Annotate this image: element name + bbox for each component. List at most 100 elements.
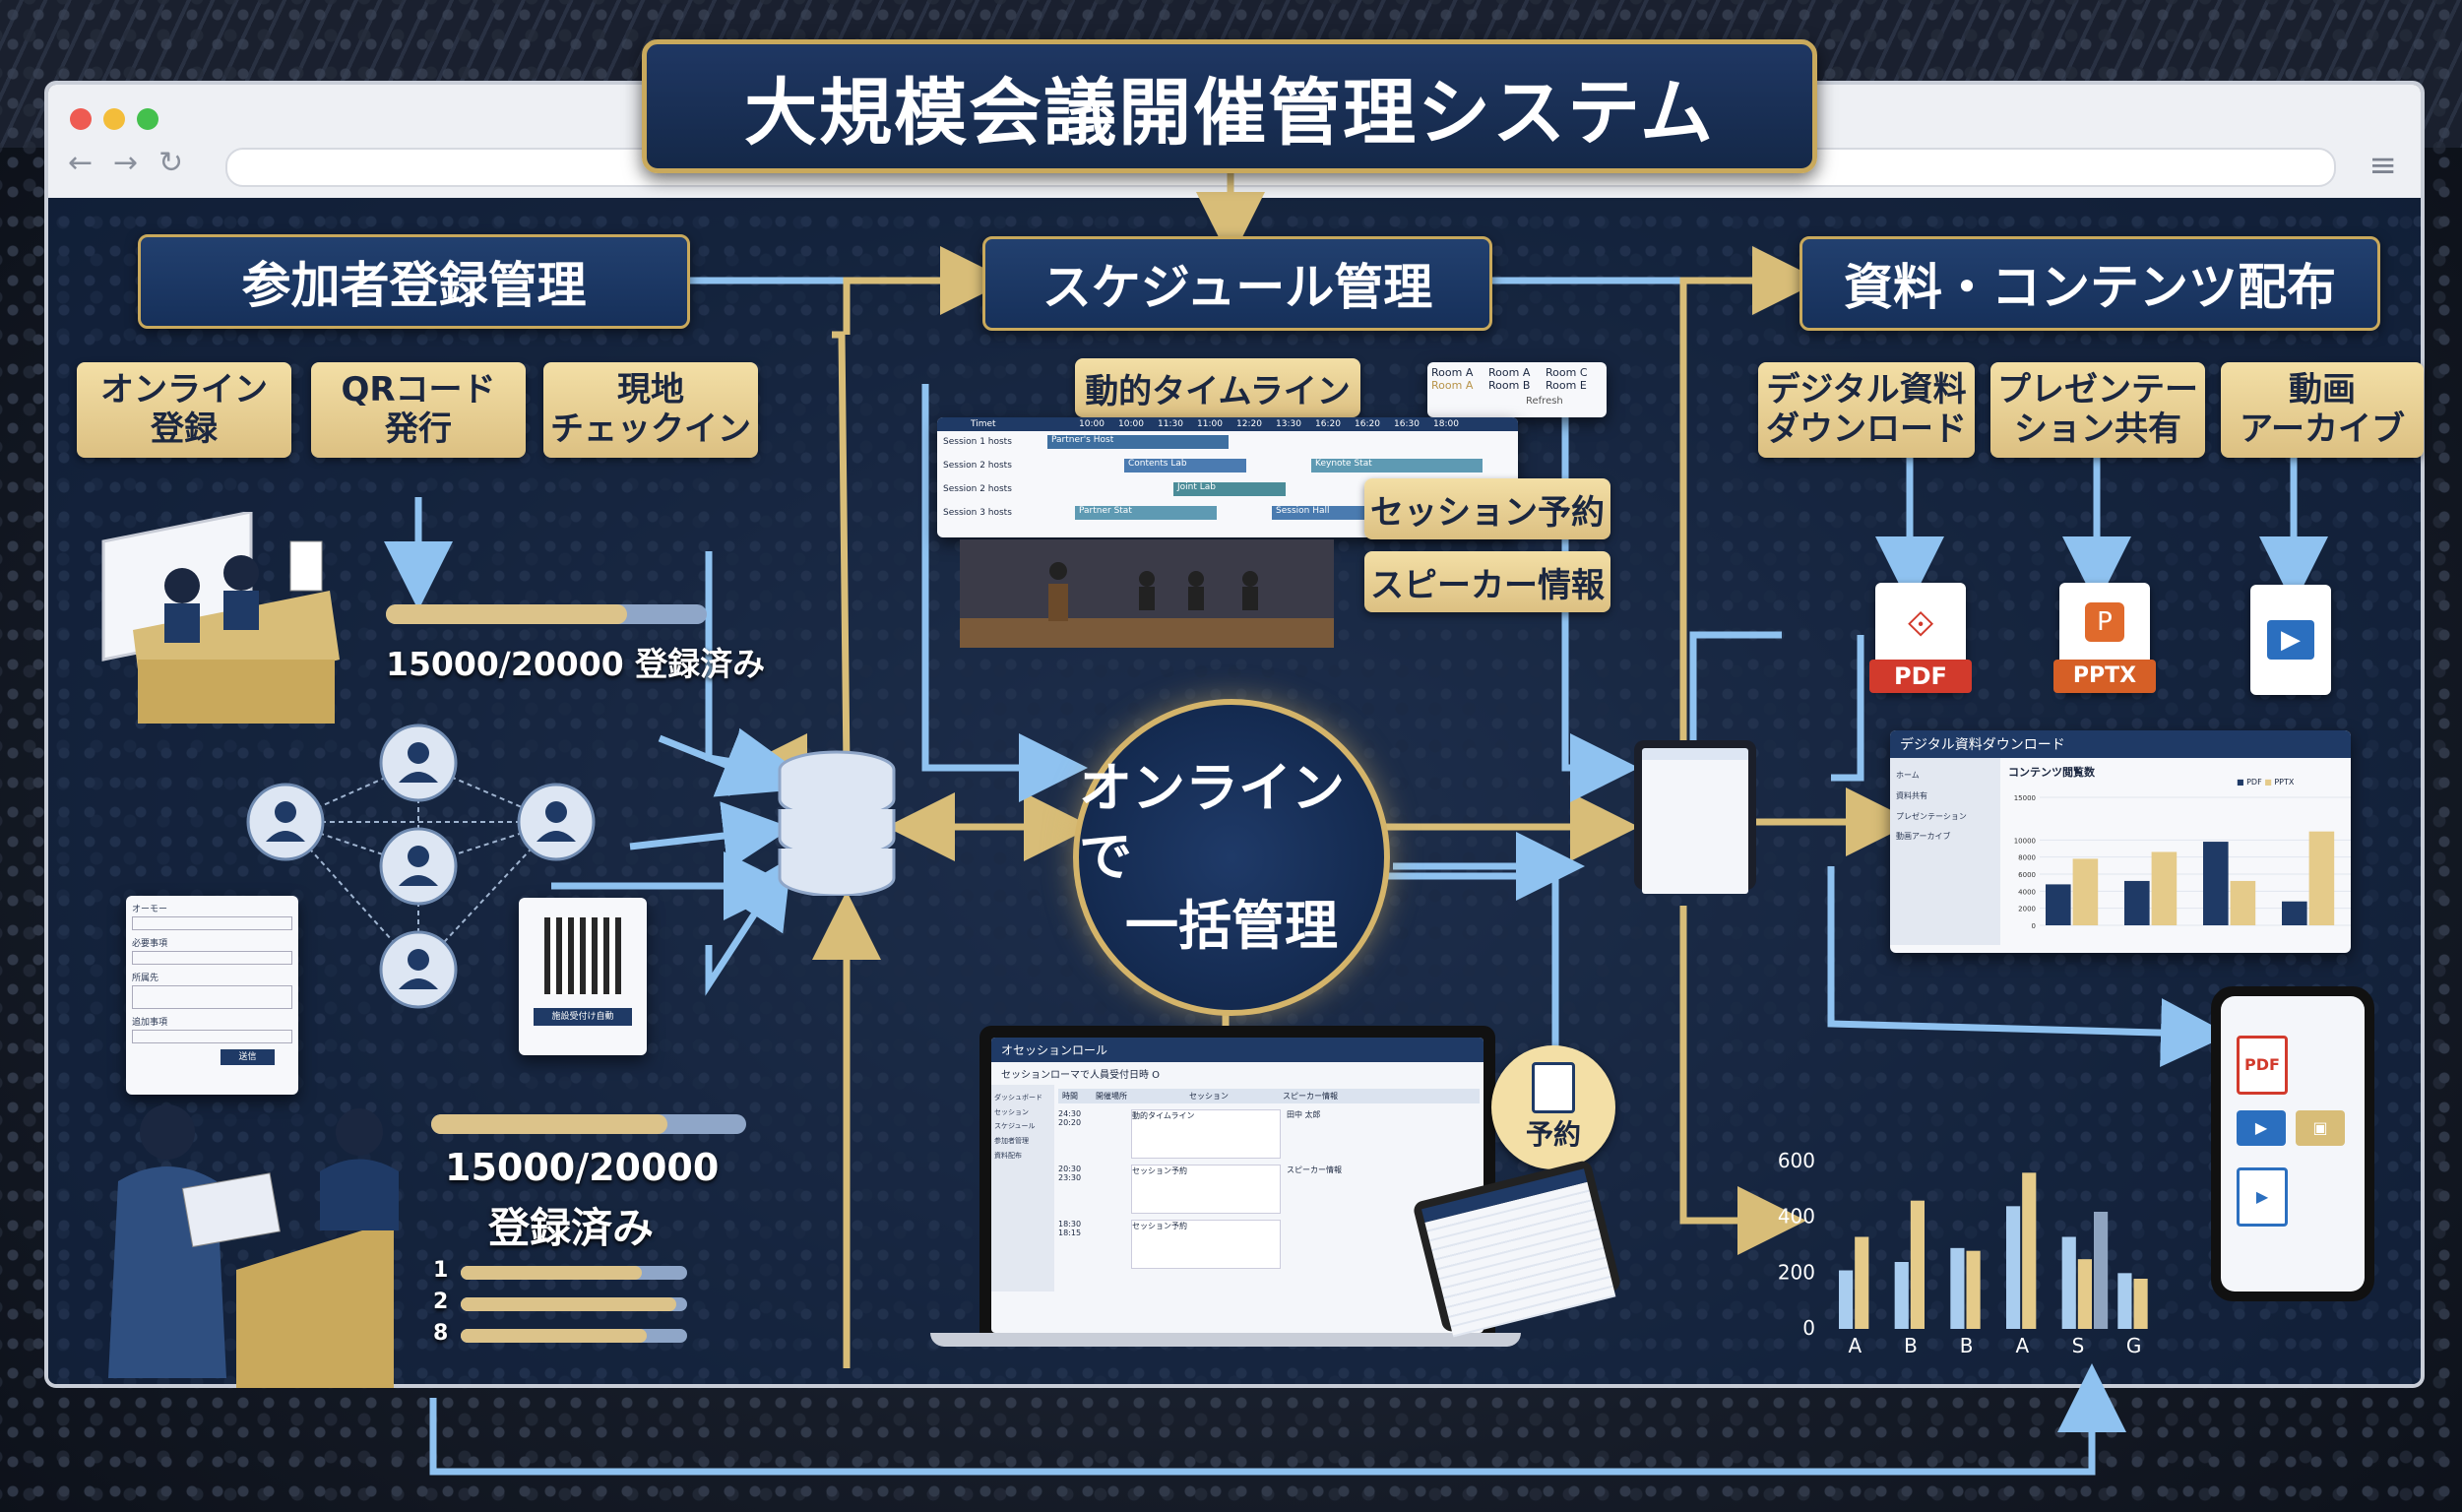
laptop-nav-3[interactable]: スケジュール xyxy=(994,1122,1036,1131)
mobile-camera-icon[interactable]: ▣ xyxy=(2296,1110,2345,1146)
form-input-4[interactable] xyxy=(132,1030,292,1043)
dashboard-title: デジタル資料ダウンロード xyxy=(1890,730,2351,758)
maximize-dot-icon[interactable] xyxy=(137,108,158,130)
session-row-3: Session 2 hosts xyxy=(943,484,1012,494)
session-bar-5[interactable]: Partner Stat xyxy=(1075,506,1217,520)
time-8: 16:30 xyxy=(1394,419,1420,429)
dash-menu-2[interactable]: 資料共有 xyxy=(1896,790,1927,800)
time-4: 12:20 xyxy=(1236,419,1262,429)
onsite-checkin-box[interactable]: 現地 チェックイン xyxy=(543,362,758,458)
dash-menu-3[interactable]: プレゼンテーション xyxy=(1896,811,1967,821)
laptop-nav-4[interactable]: 参加者管理 xyxy=(994,1137,1029,1146)
document-icon xyxy=(1532,1062,1575,1113)
session-bar-1[interactable]: Partner's Host xyxy=(1047,435,1229,449)
refresh-link[interactable]: Refresh xyxy=(1526,396,1563,407)
y-tick-label: 15000 xyxy=(2014,794,2036,802)
bar xyxy=(2006,1206,2021,1329)
registration-form[interactable]: オーモー 必要事項 所属先 追加事項 送信 xyxy=(126,896,298,1095)
presentation-share-box[interactable]: プレゼンテー ション共有 xyxy=(1990,362,2205,458)
session-row-1: Session 1 hosts xyxy=(943,437,1012,447)
form-input-2[interactable] xyxy=(132,951,292,965)
hub-line-2: 一括管理 xyxy=(1125,895,1338,958)
mobile-pdf-icon[interactable]: PDF xyxy=(2237,1036,2288,1095)
session-bar-3[interactable]: Keynote Stat xyxy=(1311,459,1483,472)
col-time: 時間 xyxy=(1062,1092,1078,1101)
back-arrow-icon[interactable]: ← xyxy=(68,146,94,180)
bar xyxy=(2117,1273,2132,1329)
online-registration-box[interactable]: オンライン 登録 xyxy=(77,362,291,458)
mobile-video-icon[interactable]: ▶ xyxy=(2237,1110,2286,1146)
y-tick-label: 0 xyxy=(1802,1316,1815,1340)
laptop-nav-5[interactable]: 資料配布 xyxy=(994,1151,1022,1160)
x-tick-label: G xyxy=(2126,1334,2142,1357)
col-room: 開催場所 xyxy=(1096,1092,1127,1101)
y-tick-label: 6000 xyxy=(2018,871,2036,879)
room-c[interactable]: Room C xyxy=(1546,366,1588,379)
minimize-dot-icon[interactable] xyxy=(103,108,125,130)
schedule-header[interactable]: スケジュール管理 xyxy=(982,236,1492,331)
y-tick-label: 4000 xyxy=(2018,888,2036,896)
col-speaker: スピーカー情報 xyxy=(1283,1092,1338,1101)
room-selector[interactable]: Room A Room A Room C Room A Room B Room … xyxy=(1427,362,1607,417)
digital-download-box[interactable]: デジタル資料 ダウンロード xyxy=(1758,362,1975,458)
registration-header[interactable]: 参加者登録管理 xyxy=(138,234,690,329)
content-header[interactable]: 資料・コンテンツ配布 xyxy=(1799,236,2380,331)
legend-pdf: PDF xyxy=(2246,778,2262,787)
video-file-icon[interactable]: ▶ xyxy=(2250,585,2331,695)
speaker-info-label[interactable]: スピーカー情報 xyxy=(1364,551,1610,612)
qr-issue-box[interactable]: QRコード 発行 xyxy=(311,362,526,458)
session-row-2: Session 2 hosts xyxy=(943,461,1012,471)
time-5: 13:30 xyxy=(1276,419,1301,429)
laptop-time-1: 24:30 20:20 xyxy=(1058,1109,1082,1127)
dash-menu-1[interactable]: ホーム xyxy=(1896,771,1920,780)
central-hub[interactable]: オンラインで 一括管理 xyxy=(1073,699,1390,1016)
reservation-bubble[interactable]: 予約 xyxy=(1491,1045,1615,1169)
rank-2: 2 xyxy=(433,1290,449,1314)
participant-network xyxy=(246,724,596,1009)
room-a-1[interactable]: Room A xyxy=(1431,366,1474,379)
bar xyxy=(2203,842,2229,925)
mobile-video-file-icon[interactable]: ▶ xyxy=(2237,1167,2288,1227)
pptx-file-icon[interactable]: P PPTX xyxy=(2053,583,2156,693)
form-input-3[interactable] xyxy=(132,985,292,1009)
reload-icon[interactable]: ↻ xyxy=(158,146,184,180)
session-bar-4[interactable]: Joint Lab xyxy=(1173,482,1286,496)
dynamic-timeline-label[interactable]: 動的タイムライン xyxy=(1075,358,1360,417)
rank-1: 1 xyxy=(433,1258,449,1283)
room-b[interactable]: Room B xyxy=(1488,379,1531,392)
form-input-1[interactable] xyxy=(132,916,292,930)
dash-menu-4[interactable]: 動画アーカイブ xyxy=(1896,832,1951,842)
close-dot-icon[interactable] xyxy=(70,108,92,130)
laptop-session-1[interactable]: 動的タイムライン xyxy=(1131,1109,1281,1159)
video-archive-box[interactable]: 動画 アーカイブ xyxy=(2221,362,2424,458)
session-bar-2[interactable]: Contents Lab xyxy=(1124,459,1246,472)
room-a-3[interactable]: Room A xyxy=(1431,379,1474,392)
qr-code-icon xyxy=(544,917,621,994)
forward-arrow-icon[interactable]: → xyxy=(113,146,139,180)
timeline-header-row: Timet 10:00 10:00 11:30 11:00 12:20 13:3… xyxy=(937,417,1518,431)
room-a-2[interactable]: Room A xyxy=(1488,366,1531,379)
registration-progress-label-1: 15000/20000 登録済み xyxy=(386,645,766,683)
reservation-label: 予約 xyxy=(1525,1118,1581,1151)
room-e[interactable]: Room E xyxy=(1546,379,1587,392)
laptop-nav-2[interactable]: セッション xyxy=(994,1107,1029,1116)
form-submit-button[interactable]: 送信 xyxy=(221,1049,275,1065)
rank-bar-2 xyxy=(461,1297,687,1311)
registration-progress-label-2a: 15000/20000 xyxy=(445,1146,720,1189)
menu-icon[interactable]: ≡ xyxy=(2368,146,2398,185)
bar xyxy=(1855,1236,1869,1329)
bar xyxy=(2046,884,2071,925)
laptop-session-3[interactable]: セッション予約 xyxy=(1131,1220,1281,1269)
laptop: オセッションロール セッションローマで人員受付日時 O ダッシュボード セッショ… xyxy=(979,1026,1495,1345)
laptop-session-2[interactable]: セッション予約 xyxy=(1131,1165,1281,1214)
laptop-speaker-1: 田中 太郎 xyxy=(1287,1110,1321,1119)
laptop-nav-1[interactable]: ダッシュボード xyxy=(994,1094,1042,1102)
bar xyxy=(2061,1236,2076,1329)
pdf-file-icon[interactable]: ⟐ PDF xyxy=(1869,583,1972,693)
x-tick-label: B xyxy=(1960,1334,1974,1357)
session-booking-label[interactable]: セッション予約 xyxy=(1364,478,1610,539)
bar xyxy=(2282,901,2307,925)
time-6: 16:20 xyxy=(1315,419,1341,429)
